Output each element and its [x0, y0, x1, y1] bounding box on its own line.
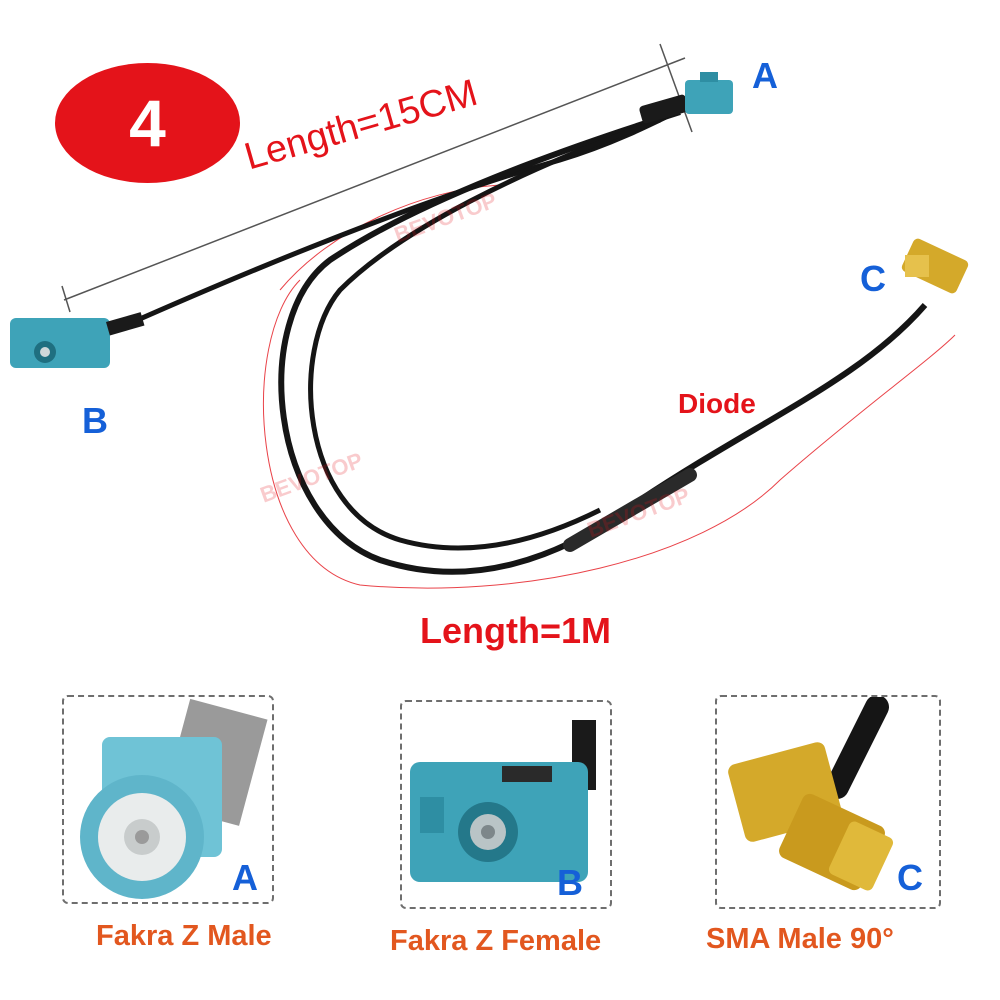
connector-a-letter: A: [752, 55, 778, 96]
long-cable: [278, 109, 928, 575]
panel-sma-male: C: [715, 695, 941, 909]
fakra-male-connector-a: [685, 80, 733, 114]
variant-number-badge: 4: [55, 63, 240, 183]
connector-b-letter: B: [82, 400, 108, 441]
panel-b-letter: B: [557, 862, 583, 903]
panel-a-letter: A: [232, 857, 258, 898]
caption-fakra-male: Fakra Z Male: [96, 920, 272, 952]
fakra-female-closeup: [410, 720, 596, 882]
panel-fakra-female: B: [400, 700, 612, 909]
fakra-male-closeup: [80, 698, 268, 899]
long-cable-length-label: Length=1M: [420, 610, 612, 651]
sma-male-closeup: [728, 697, 894, 891]
connector-c-letter: C: [860, 258, 886, 299]
cable-assembly-illustration: [10, 43, 969, 589]
caption-fakra-female: Fakra Z Female: [390, 925, 602, 957]
panel-fakra-male: A: [62, 695, 274, 904]
panel-c-letter: C: [897, 857, 923, 898]
sma-right-angle-connector-c: [901, 238, 969, 294]
fakra-female-connector-b: [10, 318, 110, 368]
length-15cm-dimension-line: [63, 57, 686, 301]
diode-sleeve: [563, 468, 697, 552]
caption-sma-male: SMA Male 90°: [706, 923, 894, 955]
diode-label: Diode: [678, 388, 756, 419]
